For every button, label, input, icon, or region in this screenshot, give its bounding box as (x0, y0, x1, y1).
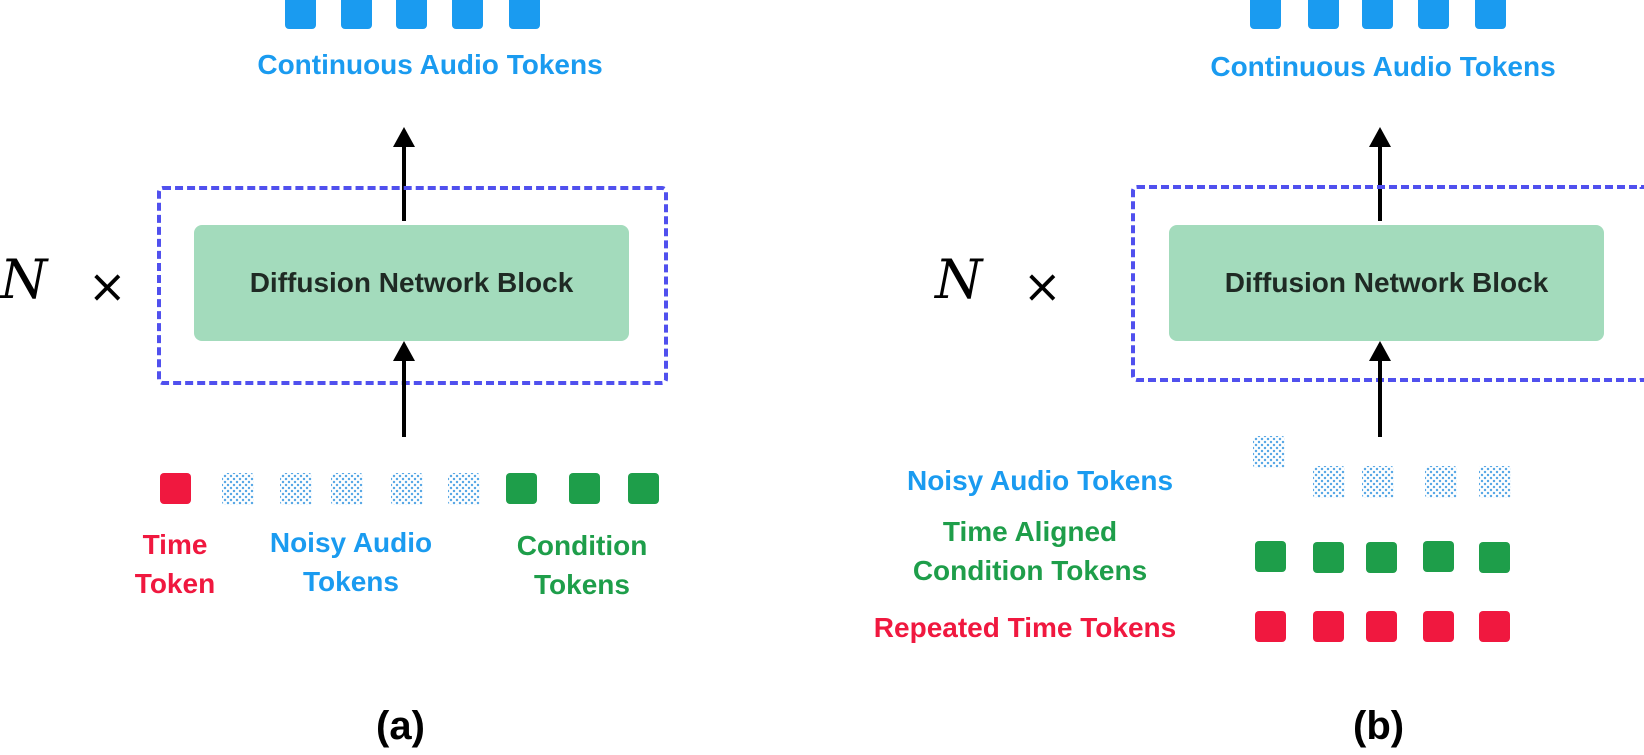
condition-tokens-label-line1: Condition (516, 530, 648, 561)
time-aligned-condition-tokens-label: Time Aligned Condition Tokens (870, 512, 1190, 590)
noisy-audio-token (331, 473, 363, 505)
noisy-audio-tokens-label: Noisy Audio Tokens (906, 465, 1174, 496)
repeat-box (1131, 185, 1644, 382)
time-token-label-line2: Token (134, 568, 216, 599)
output-token (452, 0, 483, 29)
output-label: Continuous Audio Tokens (1210, 51, 1556, 82)
condition-token (569, 473, 600, 504)
arrow-shaft (402, 359, 406, 437)
condition-tokens-label-line2: Tokens (534, 569, 630, 600)
output-token (396, 0, 427, 29)
noisy-audio-token (1253, 436, 1285, 468)
condition-token (1479, 542, 1510, 573)
condition-token (1255, 541, 1286, 572)
times-symbol: × (1023, 259, 1062, 313)
condition-token (1366, 542, 1397, 573)
arrow-head (393, 127, 415, 147)
arrow-shaft (1378, 359, 1382, 437)
condition-token (628, 473, 659, 504)
caption-a: (a) (376, 704, 425, 748)
output-token (1308, 0, 1339, 29)
output-token (285, 0, 316, 29)
noisy-audio-token (1479, 466, 1511, 498)
condition-token (506, 473, 537, 504)
arrow-head (1369, 341, 1391, 361)
output-token (1250, 0, 1281, 29)
output-token (1418, 0, 1449, 29)
output-token (509, 0, 540, 29)
diffusion-network-block: Diffusion Network Block (1169, 225, 1604, 341)
noisy-audio-tokens-label: Noisy Audio Tokens (251, 523, 451, 601)
time-token-label: Time Token (115, 525, 235, 603)
time-token (1479, 611, 1510, 642)
condition-label-line1: Time Aligned (942, 516, 1118, 547)
noisy-audio-token (1362, 466, 1394, 498)
times-symbol: × (88, 259, 127, 313)
condition-token (1423, 541, 1454, 572)
noisy-audio-token (280, 473, 312, 505)
noisy-audio-token (1313, 466, 1345, 498)
noisy-audio-token (222, 473, 254, 505)
time-token (1313, 611, 1344, 642)
noisy-audio-token (1425, 466, 1457, 498)
condition-tokens-label: Condition Tokens (497, 526, 667, 604)
time-token (1423, 611, 1454, 642)
arrow-shaft (402, 145, 406, 221)
repeated-time-tokens-label: Repeated Time Tokens (873, 612, 1177, 643)
diffusion-network-block: Diffusion Network Block (194, 225, 629, 341)
noisy-audio-token (391, 473, 423, 505)
repeat-count-symbol: N (935, 248, 983, 311)
caption-b: (b) (1353, 704, 1405, 748)
repeat-box (157, 186, 668, 385)
noisy-audio-tokens-label-line2: Tokens (303, 566, 399, 597)
condition-token (1313, 542, 1344, 573)
noisy-audio-token (448, 473, 480, 505)
time-token (1366, 611, 1397, 642)
output-token (1475, 0, 1506, 29)
output-token (1362, 0, 1393, 29)
arrow-shaft (1378, 145, 1382, 221)
time-token (160, 473, 191, 504)
arrow-head (1369, 127, 1391, 147)
noisy-audio-tokens-label-line1: Noisy Audio (269, 527, 433, 558)
time-token-label-line1: Time (142, 529, 208, 560)
output-token (341, 0, 372, 29)
repeat-count-symbol: N (0, 248, 48, 311)
arrow-head (393, 341, 415, 361)
time-token (1255, 611, 1286, 642)
condition-label-line2: Condition Tokens (912, 555, 1148, 586)
output-label: Continuous Audio Tokens (257, 49, 603, 80)
